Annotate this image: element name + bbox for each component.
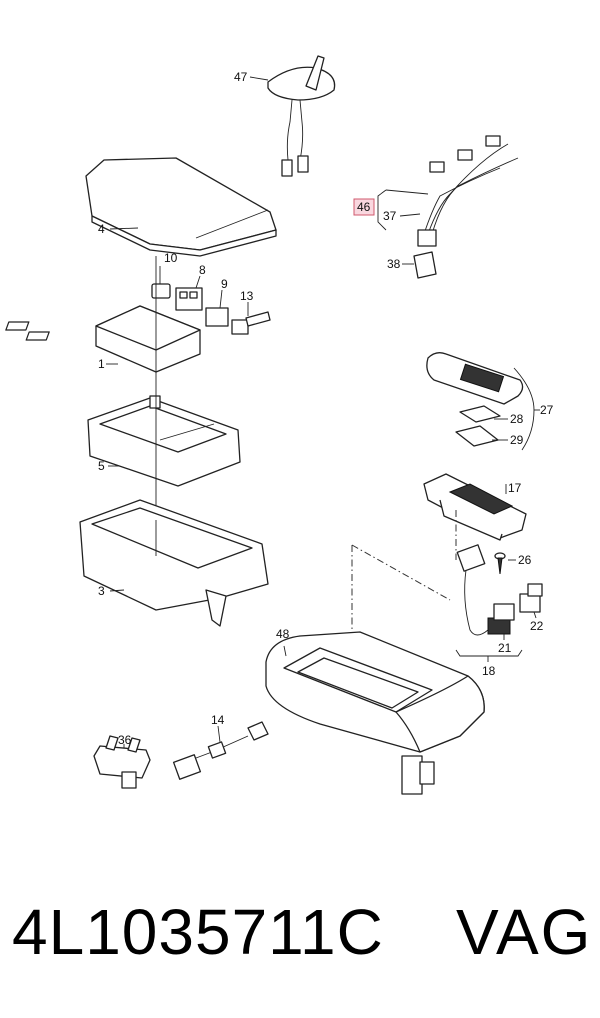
part-4-cover[interactable]: 4: [85, 157, 277, 257]
callout-4[interactable]: 4: [98, 222, 105, 236]
part-36-bracket[interactable]: 36: [93, 733, 151, 789]
part-17-cradle[interactable]: 17: [423, 473, 527, 541]
callout-10[interactable]: 10: [164, 251, 178, 265]
callout-27[interactable]: 27: [540, 403, 554, 417]
callout-18[interactable]: 18: [482, 664, 496, 678]
callout-29[interactable]: 29: [510, 433, 524, 447]
part-22-connector[interactable]: 22: [519, 583, 544, 633]
exploded-parts-diagram: 47 4 10 8 9 13 1: [5, 55, 554, 795]
callout-8[interactable]: 8: [199, 263, 206, 277]
callout-22[interactable]: 22: [530, 619, 544, 633]
part-48-armrest[interactable]: 48: [265, 627, 485, 795]
brand-name: VAG: [456, 896, 593, 968]
callout-9[interactable]: 9: [221, 277, 228, 291]
part-10-connector[interactable]: 10: [151, 251, 178, 299]
callout-38[interactable]: 38: [387, 257, 401, 271]
part-26-screw[interactable]: 26: [494, 552, 532, 575]
callout-14[interactable]: 14: [211, 713, 225, 727]
callout-5[interactable]: 5: [98, 459, 105, 473]
part-46-wiring-harness[interactable]: 46 37: [353, 135, 519, 247]
part-14-cable[interactable]: 14: [172, 713, 269, 780]
part-28-pad[interactable]: 28: [459, 405, 524, 426]
part-13-connector[interactable]: 13: [231, 289, 271, 335]
callout-28[interactable]: 28: [510, 412, 524, 426]
part-1-control-unit[interactable]: 1: [5, 256, 201, 373]
part-38-clip[interactable]: 38: [387, 251, 437, 279]
callout-17[interactable]: 17: [508, 481, 522, 495]
callout-1[interactable]: 1: [98, 357, 105, 371]
part-18-cable[interactable]: 18: [455, 544, 523, 678]
callout-47[interactable]: 47: [234, 70, 248, 84]
part-29-film[interactable]: 29: [455, 425, 524, 447]
callout-46[interactable]: 46: [357, 200, 371, 214]
callout-37[interactable]: 37: [383, 209, 397, 223]
part-8-connector[interactable]: 8: [175, 263, 206, 311]
callout-26[interactable]: 26: [518, 553, 532, 567]
part-9-connector[interactable]: 9: [205, 277, 229, 327]
part-number: 4L1035711C: [12, 896, 384, 968]
callout-21[interactable]: 21: [498, 641, 512, 655]
callout-48[interactable]: 48: [276, 627, 290, 641]
part-5-tray[interactable]: 5: [87, 372, 241, 520]
part-3-housing[interactable]: 3: [79, 499, 269, 627]
callout-3[interactable]: 3: [98, 584, 105, 598]
callout-13[interactable]: 13: [240, 289, 254, 303]
part-21-connector[interactable]: 21: [487, 603, 515, 655]
callout-36[interactable]: 36: [118, 733, 132, 747]
part-47-antenna[interactable]: 47: [234, 55, 336, 177]
part-27-handset[interactable]: 27: [426, 352, 554, 451]
